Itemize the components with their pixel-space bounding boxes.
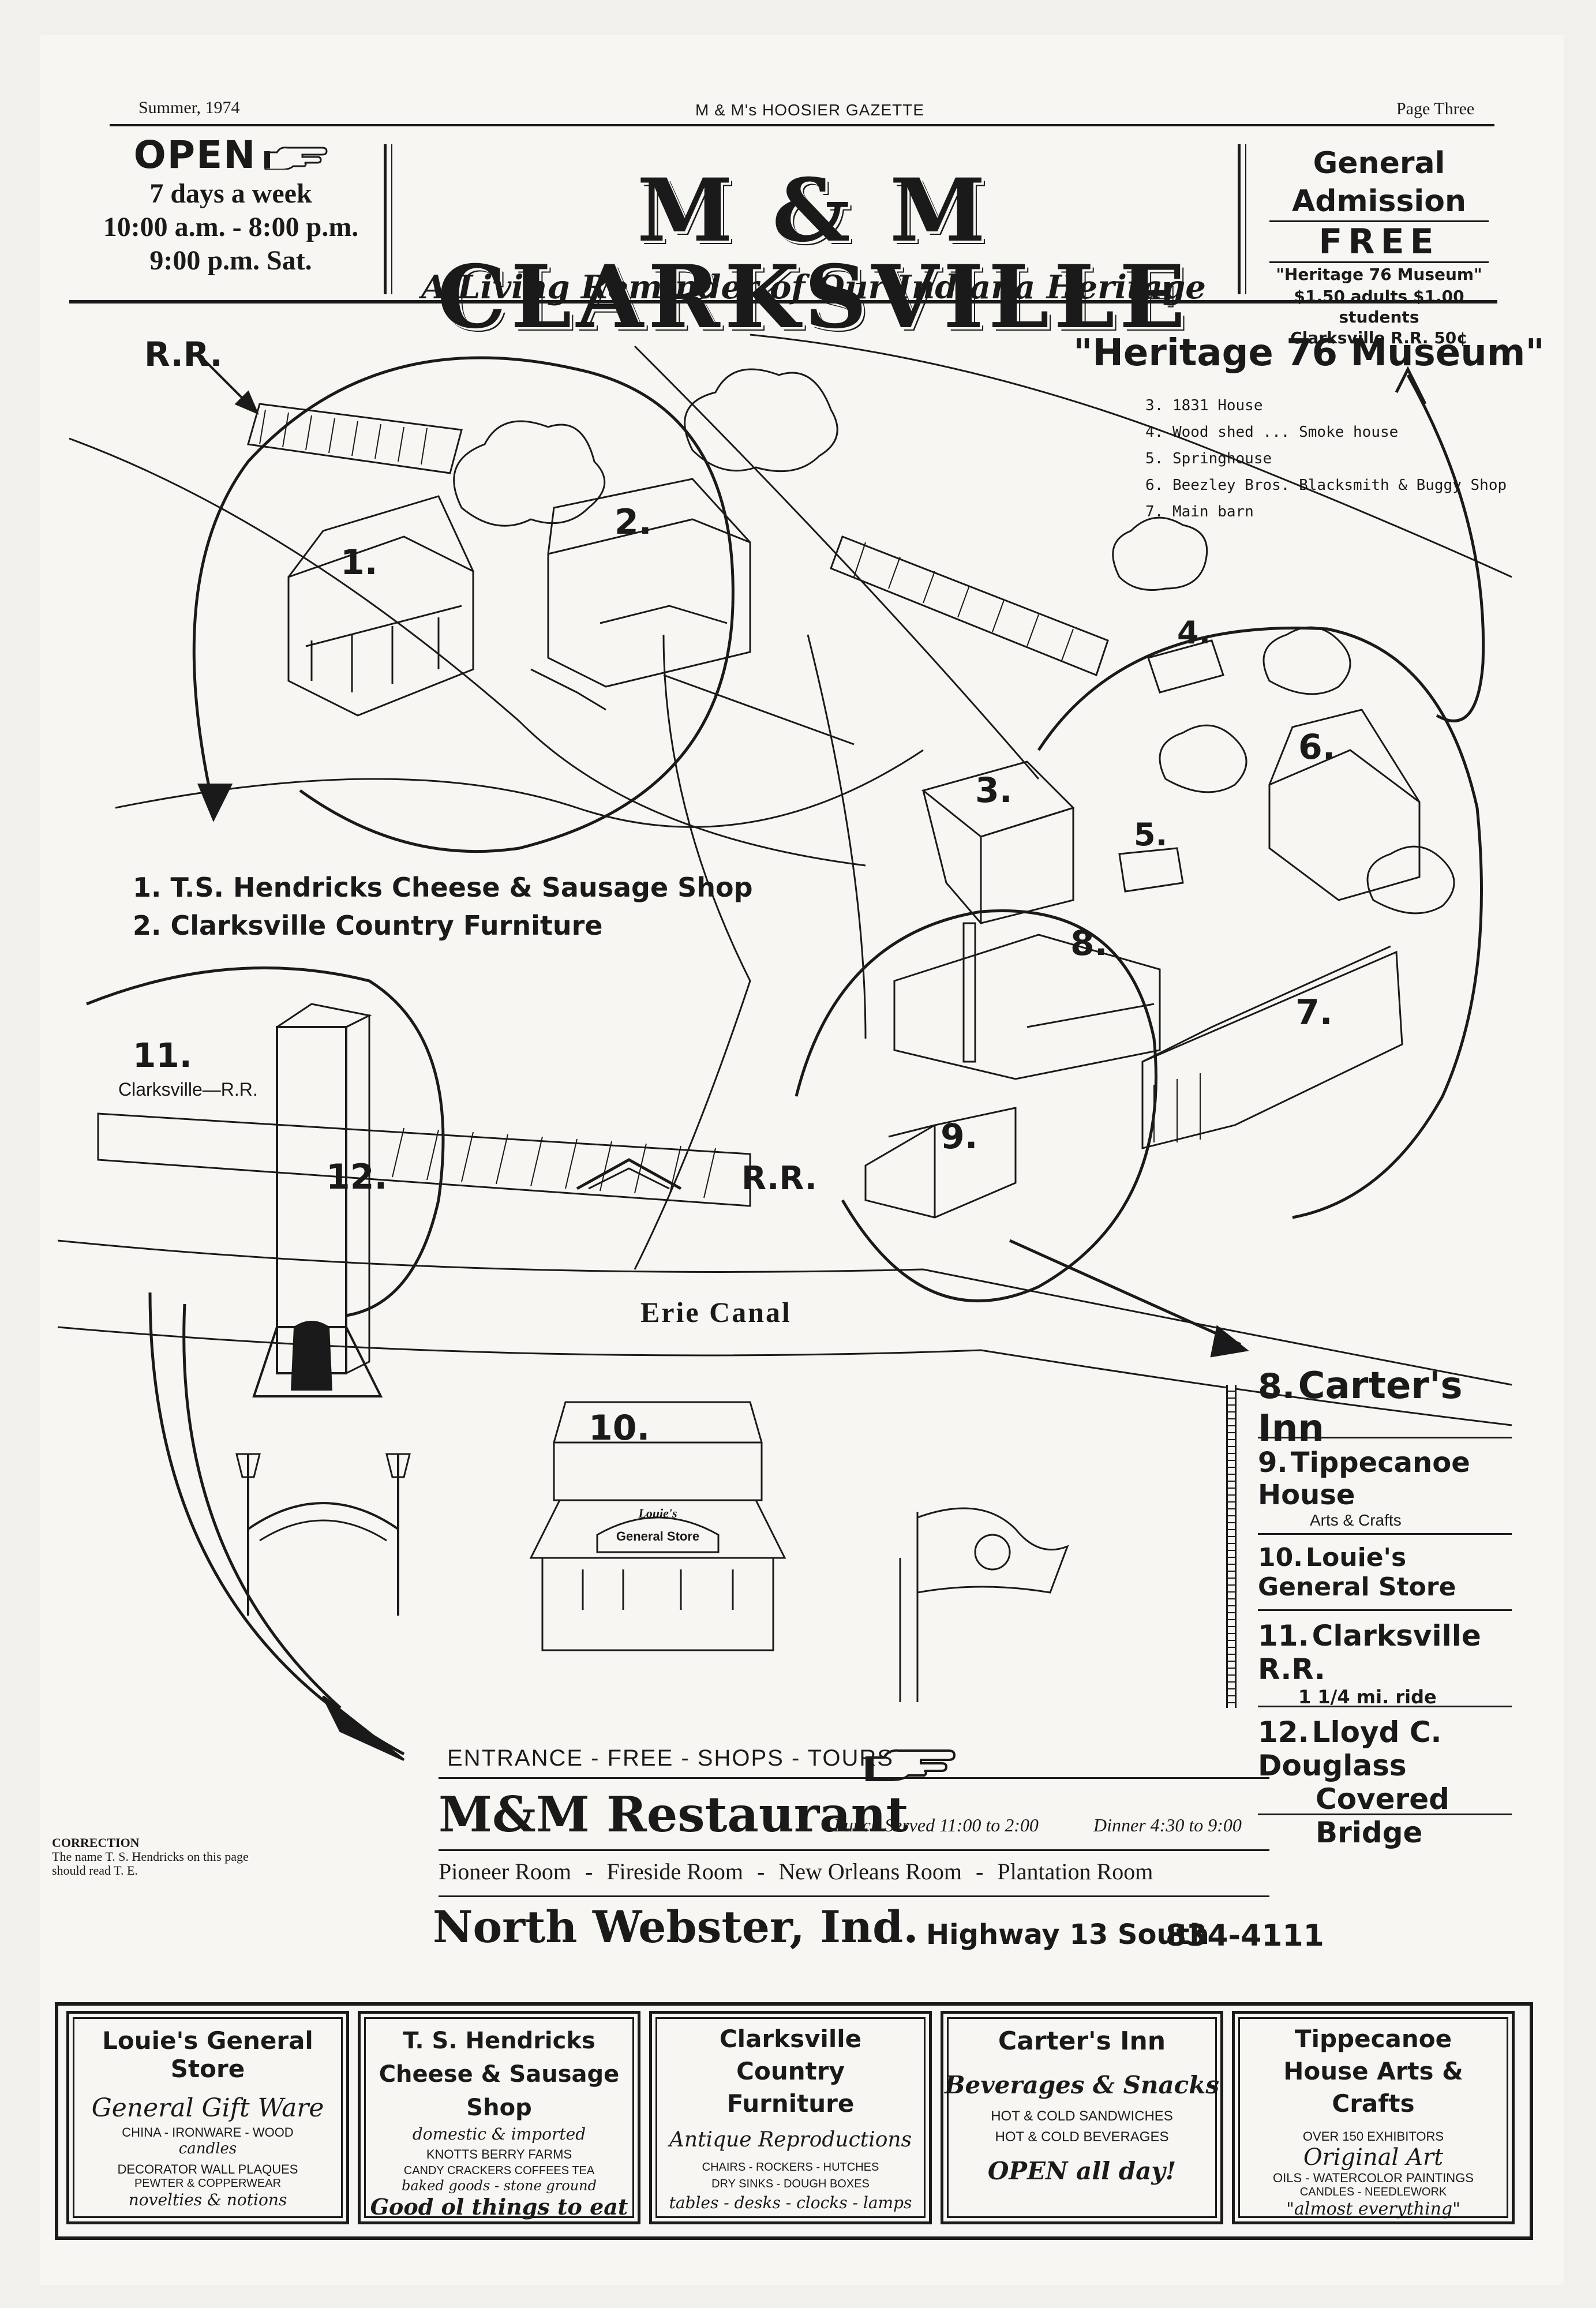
- building-number-5: 5.: [1134, 816, 1168, 853]
- rr-label-mid: R.R.: [741, 1160, 817, 1197]
- masthead: M & M CLARKSVILLE: [398, 167, 1229, 340]
- building-number-9: 9.: [941, 1116, 978, 1157]
- louies-sign: Louie's: [638, 1506, 677, 1520]
- entrance-line: ENTRANCE - FREE - SHOPS - TOURS: [447, 1745, 894, 1771]
- restaurant-highway: Highway 13 South: [926, 1919, 1209, 1951]
- masthead-rule: [69, 300, 1497, 304]
- building-number-4: 4.: [1177, 615, 1211, 651]
- open-days: 7 days a week: [149, 178, 312, 209]
- museum-item: 7. Main barn: [1145, 503, 1254, 520]
- building-number-6: 6.: [1298, 727, 1336, 767]
- restaurant-name: M&M Restaurant: [439, 1786, 909, 1843]
- admission-museum: "Heritage 76 Museum": [1276, 265, 1482, 284]
- list-item: 10. Louie's General Store: [1258, 1535, 1512, 1611]
- list-item-name: Louie's General Store: [1258, 1543, 1456, 1602]
- museum-list: 3. 1831 House 4. Wood shed ... Smoke hou…: [1145, 392, 1507, 525]
- clarksville-rr-label: Clarksville—R.R.: [118, 1079, 258, 1100]
- header-rule: [110, 124, 1494, 126]
- restaurant-lunch: Lunch Served 11:00 to 2:00: [834, 1815, 1039, 1835]
- masthead-title: M & M CLARKSVILLE: [437, 160, 1190, 348]
- admission-railroad: Clarksville R.R. 50¢: [1290, 328, 1468, 347]
- list-item-name: Carter's Inn: [1258, 1365, 1463, 1450]
- list-item-sub: 1 1/4 mi. ride: [1298, 1686, 1437, 1708]
- paper-name: M & M's HOOSIER GAZETTE: [695, 101, 925, 119]
- divider-left-thin: [391, 144, 392, 294]
- list-item: 11. Clarksville R.R. 1 1/4 mi. ride: [1258, 1611, 1512, 1708]
- building-number-12: 12.: [326, 1157, 388, 1197]
- open-heading: OPEN: [133, 133, 257, 177]
- building-number-1: 1.: [340, 542, 378, 583]
- admission-title: General Admission: [1292, 146, 1466, 219]
- list-item-name: Clarksville R.R.: [1258, 1619, 1481, 1686]
- ladder-rule: [1226, 1385, 1237, 1708]
- open-hours: 10:00 a.m. - 8:00 p.m.: [103, 212, 359, 242]
- rooms-rule: [439, 1895, 1269, 1897]
- restaurant-location: North Webster, Ind.: [433, 1901, 919, 1953]
- number-11-label: 11.: [133, 1036, 192, 1075]
- restaurant-phone: 834-4111: [1166, 1919, 1324, 1953]
- museum-item: 5. Springhouse: [1145, 450, 1272, 467]
- issue-date: Summer, 1974: [138, 98, 240, 117]
- divider-left: [384, 144, 387, 294]
- pointing-hand-icon: [264, 146, 328, 170]
- list-item-sub: Covered Bridge: [1316, 1782, 1449, 1849]
- ads-strip: [55, 2002, 1533, 2240]
- room-name: New Orleans Room: [778, 1859, 962, 1884]
- newspaper-page: [40, 35, 1564, 2285]
- left-legend: 1. T.S. Hendricks Cheese & Sausage Shop …: [133, 868, 753, 945]
- correction-title: CORRECTION: [52, 1835, 140, 1850]
- museum-item: 4. Wood shed ... Smoke house: [1145, 424, 1399, 441]
- page-number: Page Three: [1396, 99, 1475, 118]
- open-saturday: 9:00 p.m. Sat.: [149, 245, 312, 276]
- ad-hendricks: T. S. Hendricks Cheese & Sausage Shop do…: [358, 2011, 640, 2224]
- ad-louies: Louie's General Store General Gift Ware …: [66, 2011, 349, 2224]
- list-item-name: Lloyd C. Douglass: [1258, 1715, 1442, 1782]
- admission-free: FREE: [1269, 220, 1489, 263]
- left-legend-item: 2. Clarksville Country Furniture: [133, 910, 603, 941]
- restaurant-rule: [439, 1849, 1269, 1851]
- left-legend-item: 1. T.S. Hendricks Cheese & Sausage Shop: [133, 872, 753, 903]
- list-item-name: Tippecanoe House: [1258, 1447, 1470, 1511]
- building-number-2: 2.: [615, 502, 652, 542]
- museum-title: "Heritage 76 Museum": [1073, 332, 1545, 374]
- room-name: Plantation Room: [997, 1859, 1153, 1884]
- correction-notice: CORRECTION The name T. S. Hendricks on t…: [52, 1836, 271, 1878]
- general-store-sign: General Store: [616, 1529, 700, 1543]
- building-number-3: 3.: [975, 770, 1013, 811]
- building-number-8: 8.: [1070, 923, 1108, 964]
- ad-furniture: Clarksville Country Furniture Antique Re…: [649, 2011, 932, 2224]
- list-item: 8. Carter's Inn: [1258, 1359, 1512, 1450]
- divider-right-thin: [1245, 144, 1246, 294]
- ad-tippecanoe: Tippecanoe House Arts & Crafts OVER 150 …: [1232, 2011, 1515, 2224]
- list-item: 9. Tippecanoe House Arts & Crafts: [1258, 1438, 1512, 1535]
- room-list: Pioneer Room- Fireside Room- New Orleans…: [439, 1859, 1153, 1884]
- museum-item: 3. 1831 House: [1145, 397, 1263, 414]
- correction-text: The name T. S. Hendricks on this page sh…: [52, 1849, 249, 1878]
- entrance-rule: [439, 1777, 1269, 1779]
- museum-item: 6. Beezley Bros. Blacksmith & Buggy Shop: [1145, 477, 1507, 494]
- divider-right: [1238, 144, 1241, 294]
- erie-canal-label: Erie Canal: [640, 1296, 792, 1328]
- open-hours-box: OPEN 7 days a week 10:00 a.m. - 8:00 p.m…: [92, 133, 369, 278]
- room-name: Pioneer Room: [439, 1859, 571, 1884]
- room-name: Fireside Room: [606, 1859, 743, 1884]
- list-item: 12. Lloyd C. Douglass Covered Bridge: [1258, 1707, 1512, 1849]
- building-number-10: 10.: [589, 1408, 650, 1448]
- pointing-hand-icon: [866, 1749, 956, 1781]
- list-item-sub: Arts & Crafts: [1310, 1511, 1402, 1529]
- building-number-7: 7.: [1295, 992, 1333, 1033]
- restaurant-dinner: Dinner 4:30 to 9:00: [1093, 1815, 1242, 1835]
- attractions-list: 8. Carter's Inn 9. Tippecanoe House Arts…: [1258, 1359, 1512, 1849]
- rr-label-top: R.R.: [144, 335, 223, 374]
- ad-carters-inn: Carter's Inn Beverages & Snacks HOT & CO…: [941, 2011, 1223, 2224]
